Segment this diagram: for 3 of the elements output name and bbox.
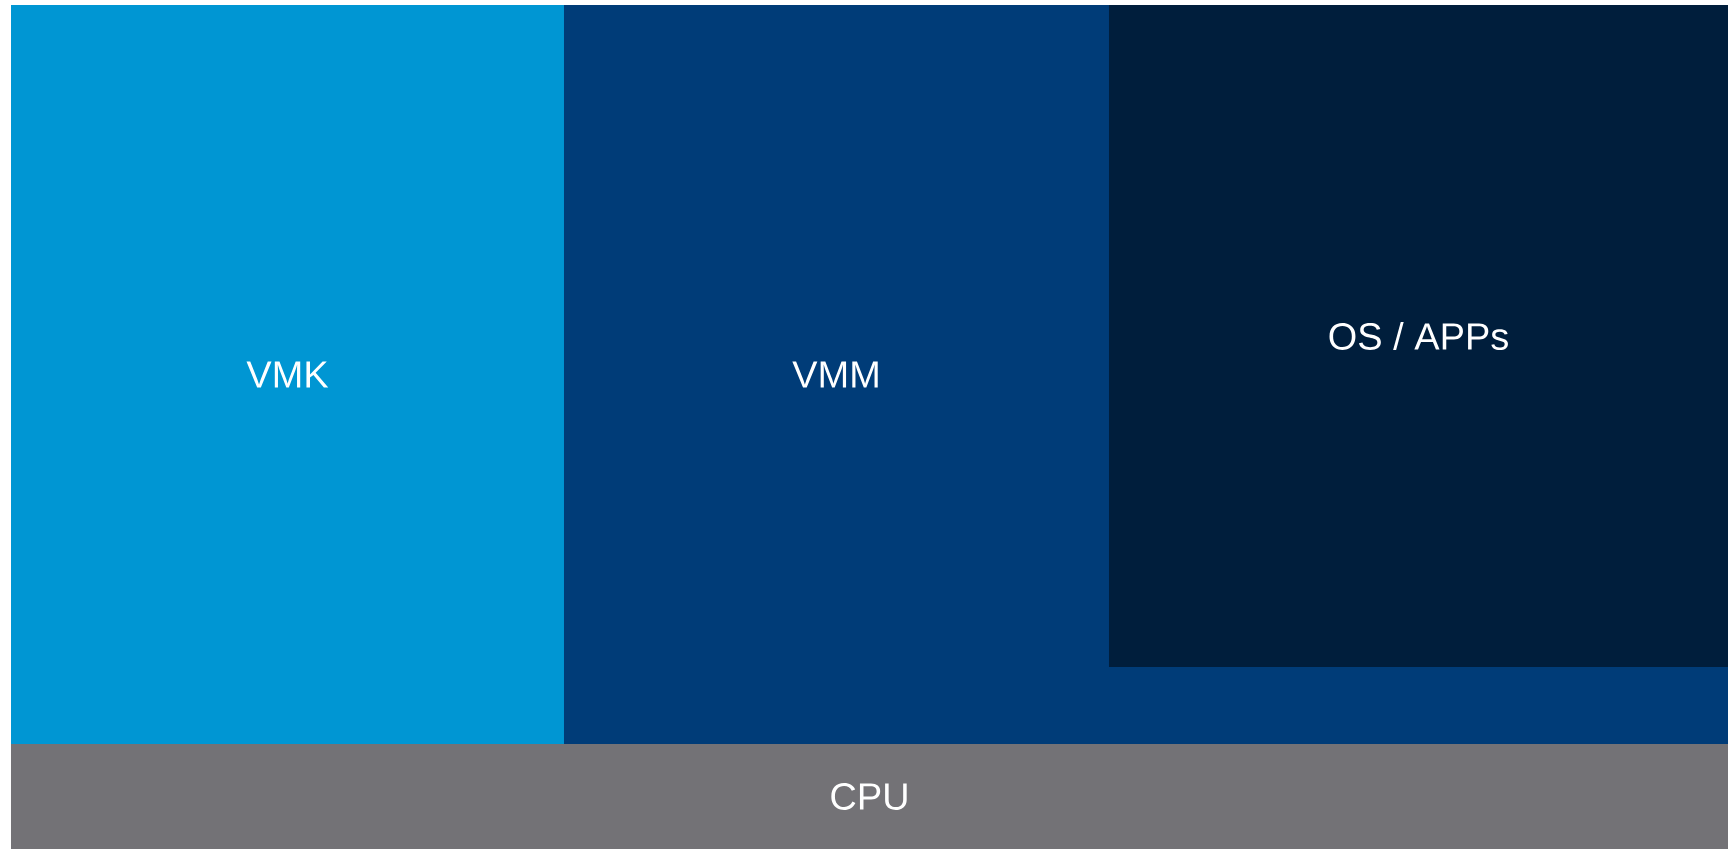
layer-block: OS / APPs <box>1109 5 1728 667</box>
layer-block: CPU <box>11 744 1728 849</box>
layer-block: VMK <box>11 5 564 744</box>
